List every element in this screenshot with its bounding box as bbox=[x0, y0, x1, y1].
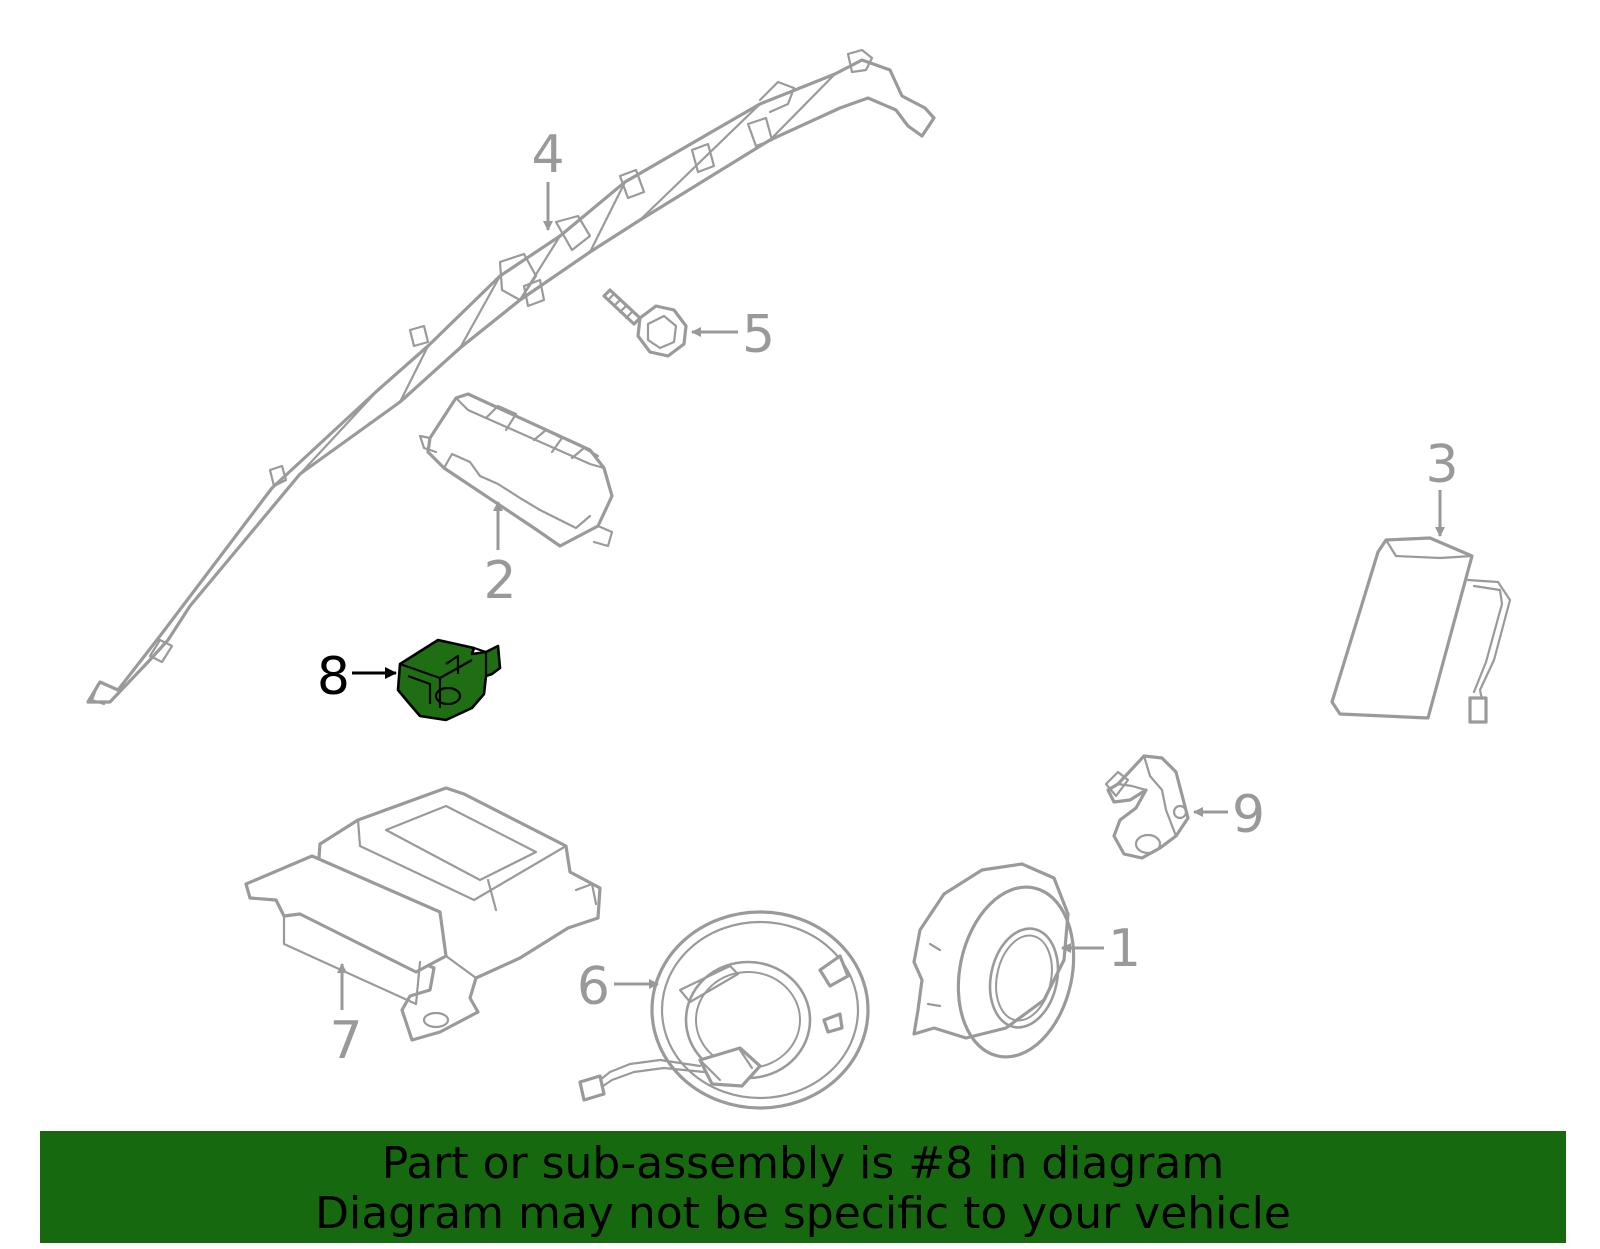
callout-3: 3 bbox=[1425, 435, 1458, 495]
airbag-module-part-2 bbox=[418, 392, 614, 548]
callout-8: 8 bbox=[317, 647, 350, 707]
callout-2: 2 bbox=[483, 551, 516, 611]
callout-9: 9 bbox=[1232, 785, 1265, 845]
sensor-part-9 bbox=[1104, 754, 1190, 860]
callout-leaders bbox=[337, 182, 1445, 1010]
info-banner: Part or sub-assembly is #8 in diagram Di… bbox=[40, 1131, 1566, 1243]
control-module-part-7 bbox=[244, 786, 602, 1042]
callout-7: 7 bbox=[329, 1011, 362, 1071]
curtain-airbag-part-4 bbox=[86, 48, 936, 706]
callout-6: 6 bbox=[577, 957, 610, 1017]
driver-airbag-part-1 bbox=[912, 862, 1076, 1059]
bolt-part-5 bbox=[602, 288, 688, 358]
callout-4: 4 bbox=[531, 125, 564, 185]
callout-5: 5 bbox=[742, 305, 775, 365]
clock-spring-part-6 bbox=[578, 910, 870, 1110]
side-airbag-part-3 bbox=[1330, 536, 1512, 724]
banner-line-1: Part or sub-assembly is #8 in diagram bbox=[381, 1138, 1225, 1189]
impact-sensor-part-8[interactable] bbox=[396, 638, 502, 722]
banner-line-2: Diagram may not be specific to your vehi… bbox=[315, 1188, 1291, 1239]
callout-numbers: 4 5 2 3 9 1 6 7 8 bbox=[317, 125, 1459, 1071]
callout-1: 1 bbox=[1108, 919, 1141, 979]
